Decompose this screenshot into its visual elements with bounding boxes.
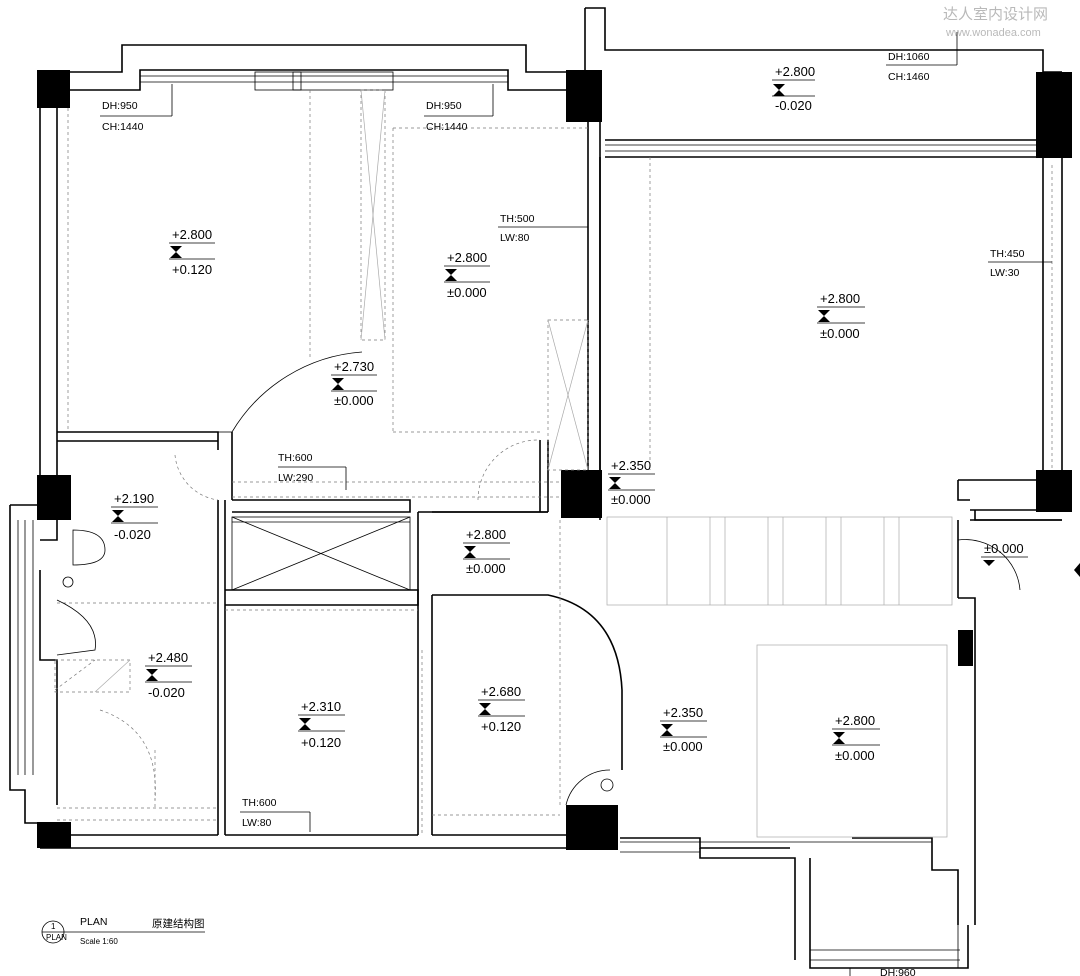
level-top: +2.730 [334,359,374,374]
level-bottom: ±0.000 [447,285,487,300]
note-line: DH:950 [102,100,138,112]
level-storage: +2.310 +0.120 [298,699,345,750]
level-top: +2.800 [466,527,506,542]
level-bedroom-left: +2.800 +0.120 [169,227,215,277]
level-hall-small: +2.800 ±0.000 [463,527,510,576]
level-bottom: -0.020 [148,685,185,700]
level-bottom: +0.120 [481,719,521,734]
level-bottom: ±0.000 [835,748,875,763]
drawing-scale: Scale 1:60 [80,937,118,946]
drawing-number: 1 [51,922,56,931]
level-bath-upper: +2.190 -0.020 [111,491,158,542]
note-line: CH:1440 [102,121,144,133]
level-top: +2.800 [447,250,487,265]
note-line: TH:500 [500,213,535,225]
level-bottom: ±0.000 [334,393,374,408]
watermark-url: www.wonadea.com [945,27,1041,39]
level-top: +2.480 [148,650,188,665]
stairs [606,516,953,838]
level-top: +2.800 [820,291,860,306]
title-block: 1 PLAN PLAN 原建结构图 Scale 1:60 [41,916,205,946]
level-top: +2.680 [481,684,521,699]
level-top: +2.310 [301,699,341,714]
watermark-title: 达人室内设计网 [943,6,1048,23]
level-corridor: +2.730 ±0.000 [331,359,377,408]
structural-columns [37,70,1072,850]
level-bottom: ±0.000 [466,561,506,576]
level-bottom: +0.120 [301,735,341,750]
level-top: +2.800 [775,64,815,79]
wardrobes [54,89,589,693]
note-line: TH:600 [242,797,277,809]
level-dining-beam: +2.350 ±0.000 [660,705,707,754]
level-top: +2.350 [663,705,703,720]
level-dining: +2.800 ±0.000 [832,713,880,763]
level-top: +2.190 [114,491,154,506]
level-bottom: ±0.000 [663,739,703,754]
note-line: LW:290 [278,472,313,484]
drawing-title: PLAN [80,916,107,928]
level-top: +2.350 [611,458,651,473]
level-bottom: -0.020 [114,527,151,542]
leader-lines [100,32,1052,976]
note-line: CH:1440 [426,121,468,133]
level-kitchen: +2.680 +0.120 [478,684,525,734]
level-bottom: +0.120 [172,262,212,277]
doors [56,351,1021,806]
walls [9,7,1063,969]
level-balcony-top: +2.800 -0.020 [772,64,815,113]
beam-lines [57,90,1053,835]
level-bath-lower: +2.480 -0.020 [145,650,192,700]
drawing-tag: PLAN [46,933,67,942]
drawing-title-cn: 原建结构图 [152,917,205,930]
note-line: LW:80 [500,232,530,244]
level-top: +2.800 [835,713,875,728]
note-line: DH:960 [880,967,916,976]
note-line: DH:1060 [888,51,930,63]
level-entry: ±0.000 [981,541,1028,566]
entry-level-text: ±0.000 [984,541,1024,556]
level-bottom: ±0.000 [820,326,860,341]
note-line: LW:30 [990,267,1020,279]
annotation-notes: DH:950 CH:1440 DH:950 CH:1440 DH:1060 CH… [102,51,1025,976]
note-line: CH:1460 [888,71,930,83]
level-top: +2.800 [172,227,212,242]
note-line: TH:600 [278,452,313,464]
note-line: DH:950 [426,100,462,112]
level-living: +2.800 ±0.000 [817,291,865,341]
entry-arrow-icon [1074,563,1080,577]
note-line: LW:80 [242,817,272,829]
level-bottom: ±0.000 [611,492,651,507]
level-bottom: -0.020 [775,98,812,113]
level-entry-beam: +2.350 ±0.000 [608,458,655,507]
level-bedroom-mid: +2.800 ±0.000 [444,250,490,300]
note-line: TH:450 [990,248,1025,260]
